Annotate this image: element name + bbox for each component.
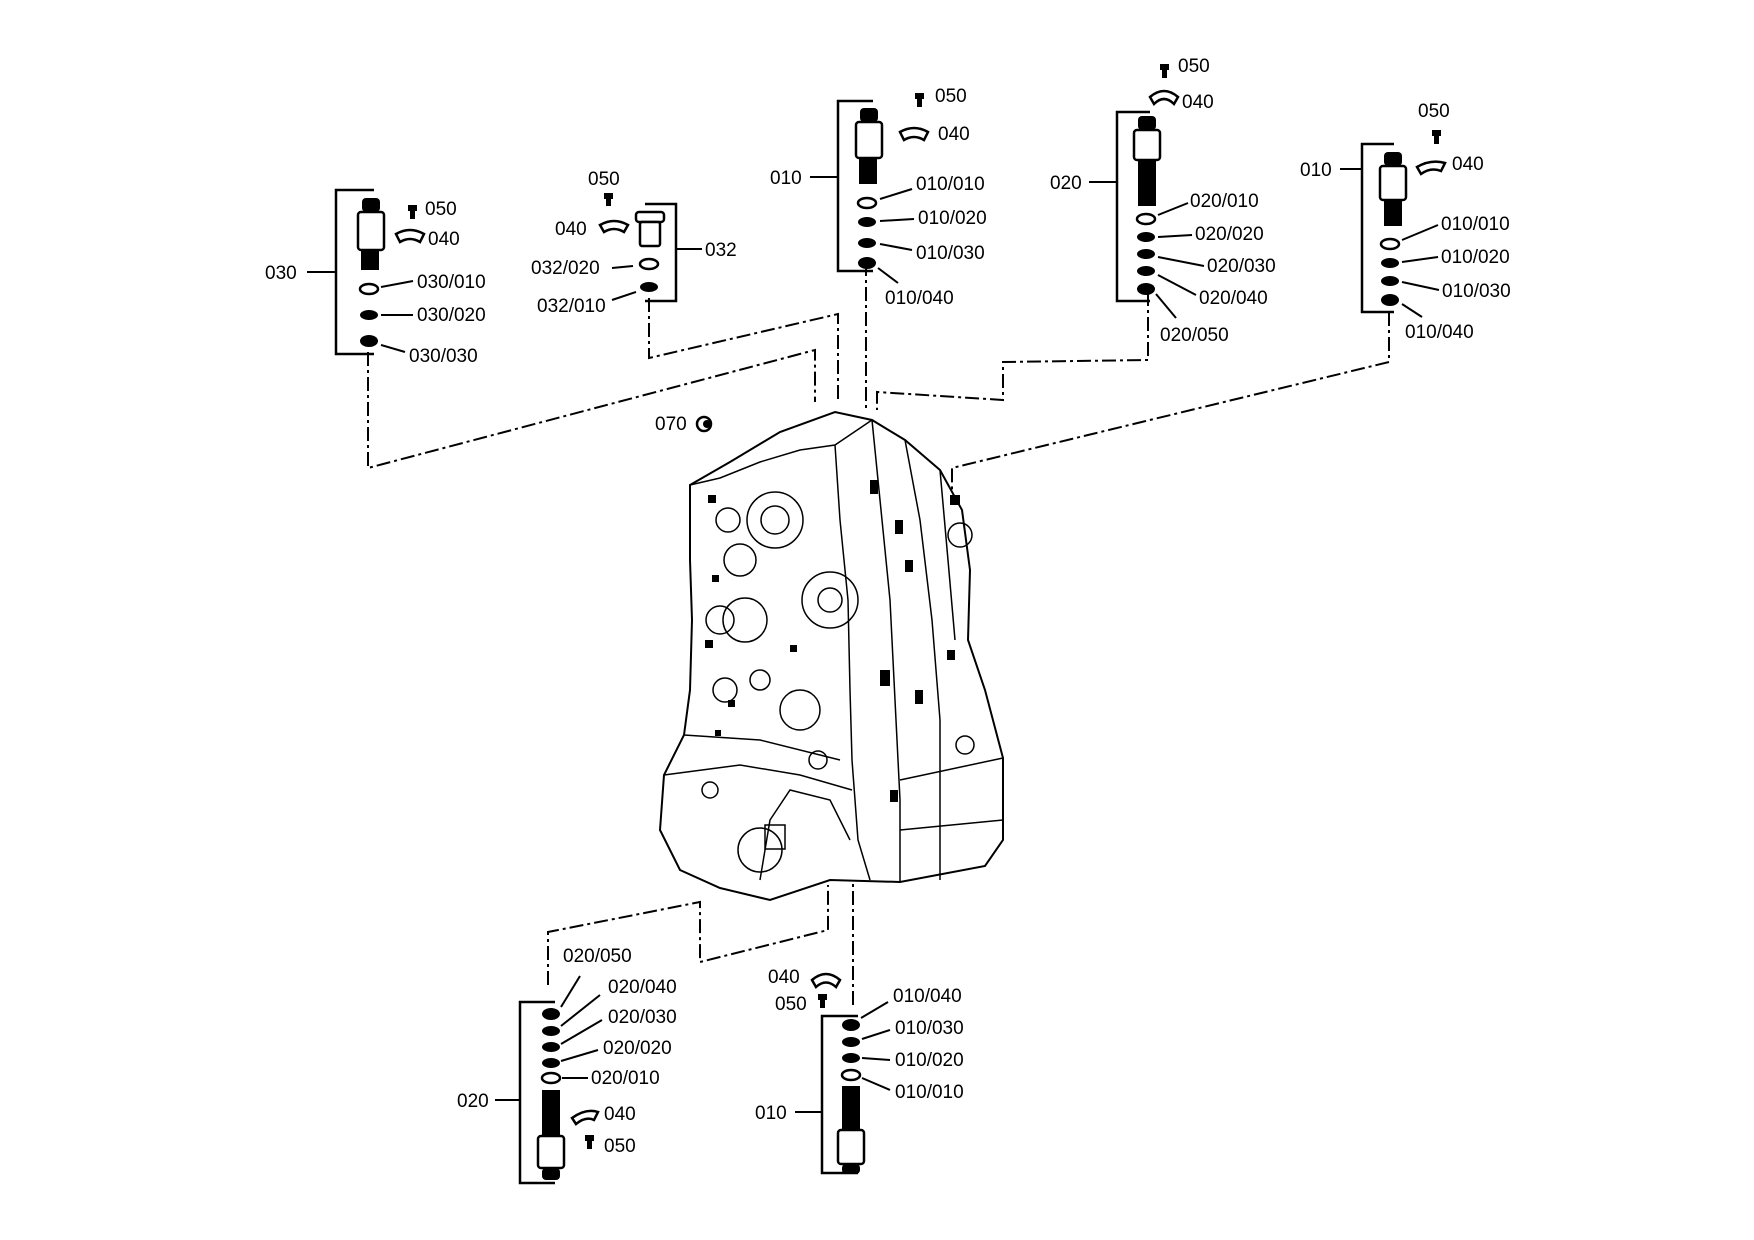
plug-070 xyxy=(695,415,713,433)
gearbox-housing xyxy=(658,410,1004,902)
assembly-lines xyxy=(367,262,1390,1005)
screw-050-icon xyxy=(1432,130,1441,144)
part-callout-label: 030/020 xyxy=(417,305,486,326)
part-callout-label: 010/010 xyxy=(1441,214,1510,235)
part-callout-label: 040 xyxy=(555,219,587,240)
part-callout-label: 010/010 xyxy=(895,1082,964,1103)
clamp-040-icon xyxy=(1148,89,1180,107)
screw-050-icon xyxy=(818,994,827,1008)
clamp-040-icon xyxy=(570,1109,600,1126)
part-callout-label: 040 xyxy=(604,1104,636,1125)
group-010-right: 010 050 040 010/010 010/020 010/030 010/… xyxy=(1300,101,1511,343)
screw-050-icon xyxy=(915,93,924,107)
part-callout-label: 020/040 xyxy=(1199,288,1268,309)
part-callout-label: 020/020 xyxy=(603,1038,672,1059)
label-070: 070 xyxy=(655,414,687,435)
part-callout-label: 010/030 xyxy=(916,243,985,264)
part-callout-label: 050 xyxy=(588,169,620,190)
pressure-valve-icon xyxy=(634,210,666,248)
group-label-030: 030 xyxy=(265,263,297,284)
clamp-040-icon xyxy=(810,972,842,989)
part-callout-label: 040 xyxy=(428,229,460,250)
part-callout-label: 050 xyxy=(775,994,807,1015)
screw-050-icon xyxy=(408,205,417,219)
clamp-040-icon xyxy=(1415,160,1447,176)
part-callout-label: 010/020 xyxy=(918,208,987,229)
part-callout-label: 020 xyxy=(457,1091,489,1112)
part-callout-label: 020/050 xyxy=(1160,325,1229,346)
part-callout-label: 020 xyxy=(1050,173,1082,194)
part-callout-label: 020/020 xyxy=(1195,224,1264,245)
solenoid-valve-icon xyxy=(536,1090,566,1180)
part-callout-label: 010/010 xyxy=(916,174,985,195)
solenoid-valve-icon xyxy=(1378,152,1408,226)
solenoid-valve-icon xyxy=(836,1086,866,1174)
part-callout-label: 020/010 xyxy=(1190,191,1259,212)
part-callout-label: 010/040 xyxy=(885,288,954,309)
part-callout-label: 010/020 xyxy=(1441,247,1510,268)
part-callout-label: 040 xyxy=(768,967,800,988)
part-callout-label: 040 xyxy=(938,124,970,145)
part-callout-label: 032/020 xyxy=(531,258,600,279)
part-callout-label: 020/010 xyxy=(591,1068,660,1089)
part-callout-label: 050 xyxy=(935,86,967,107)
part-callout-label: 050 xyxy=(425,199,457,220)
part-callout-label: 050 xyxy=(604,1136,636,1157)
group-020-lower: 020 020/050 020/040 020/030 020/020 020/… xyxy=(457,946,677,1185)
group-010-lower: 010 040 050 010/040 010/030 010/020 010/… xyxy=(755,967,964,1175)
clamp-040-icon xyxy=(598,219,630,234)
part-callout-label: 040 xyxy=(1452,154,1484,175)
solenoid-valve-icon xyxy=(356,198,386,270)
part-callout-label: 010/040 xyxy=(893,986,962,1007)
group-030: 030 050 040 030/010 030/020 030/030 xyxy=(265,188,486,367)
part-callout-label: 010 xyxy=(1300,160,1332,181)
part-callout-label: 040 xyxy=(1182,92,1214,113)
screw-050-icon xyxy=(1160,64,1169,78)
part-callout-label: 050 xyxy=(1418,101,1450,122)
group-020-upper: 020 050 040 020/010 020/020 020/030 020/… xyxy=(1050,56,1276,346)
part-callout-label: 020/030 xyxy=(1207,256,1276,277)
part-callout-label: 010/030 xyxy=(895,1018,964,1039)
part-callout-label: 030/030 xyxy=(409,346,478,367)
part-callout-label: 030/010 xyxy=(417,272,486,293)
part-callout-label: 032 xyxy=(705,240,737,261)
part-callout-label: 020/040 xyxy=(608,977,677,998)
part-callout-label: 020/050 xyxy=(563,946,632,967)
part-callout-label: 050 xyxy=(1178,56,1210,77)
group-010-upper: 010 050 040 010/010 010/020 010/030 010/… xyxy=(770,86,987,309)
screw-050-icon xyxy=(585,1135,594,1149)
clamp-040-icon xyxy=(394,228,426,244)
group-032: 032 050 040 032/020 032/010 xyxy=(531,169,737,317)
part-callout-label: 010 xyxy=(770,168,802,189)
part-callout-label: 010 xyxy=(755,1103,787,1124)
clamp-040-icon xyxy=(898,126,930,142)
part-callout-label: 020/030 xyxy=(608,1007,677,1028)
solenoid-valve-icon xyxy=(854,108,884,184)
screw-050-icon xyxy=(604,193,613,206)
part-callout-label: 010/030 xyxy=(1442,281,1511,302)
part-callout-label: 032/010 xyxy=(537,296,606,317)
part-callout-label: 010/040 xyxy=(1405,322,1474,343)
part-callout-label: 010/020 xyxy=(895,1050,964,1071)
solenoid-valve-icon xyxy=(1132,116,1162,206)
